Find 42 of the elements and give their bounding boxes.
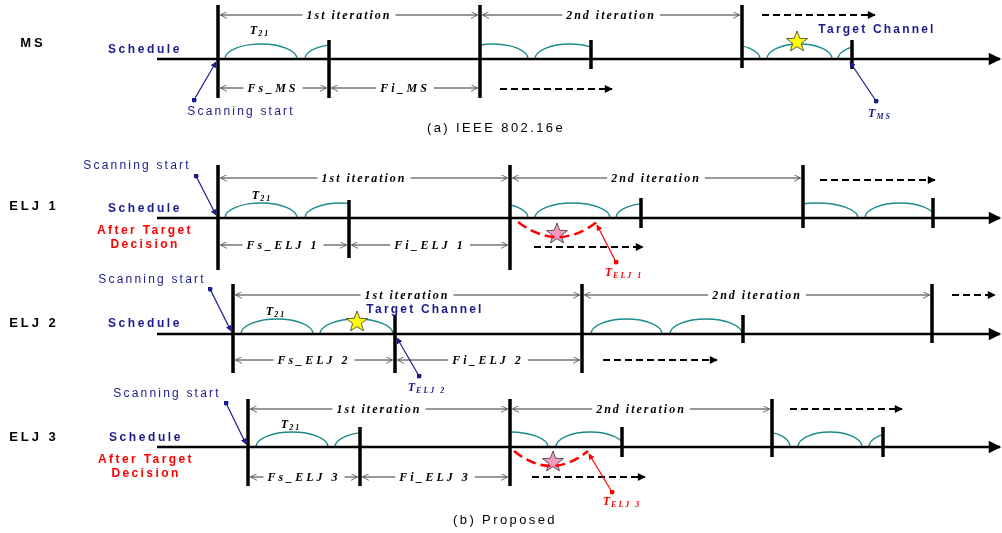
leader-line	[223, 400, 247, 445]
schedule-label: Schedule	[107, 201, 183, 215]
time-marker	[231, 284, 235, 373]
decision-label: After Target Decision	[96, 223, 194, 251]
callout-label: Scanning start	[187, 104, 295, 118]
period-label: T$_{21}$	[265, 303, 287, 319]
caption: (a) IEEE 802.16e	[426, 119, 566, 135]
time-marker	[246, 399, 250, 486]
time-marker	[393, 315, 397, 373]
caption: (b) Proposed	[453, 511, 557, 527]
callout-label: Scanning start	[113, 386, 221, 400]
time-label: T$_{ELJ 1}$	[604, 264, 644, 280]
row-label: MS	[20, 34, 46, 50]
time-label: T$_{ELJ 3}$	[602, 493, 642, 509]
schedule-label: Schedule	[108, 430, 184, 444]
callout-label: Scanning start	[98, 272, 206, 286]
row-label: ELJ 1	[9, 197, 59, 213]
leader-line	[191, 61, 217, 103]
target-channel-label: Target Channel	[818, 22, 936, 36]
period-label: T$_{21}$	[249, 22, 271, 38]
target-channel-label: Target Channel	[366, 302, 484, 316]
schedule-label: Schedule	[107, 42, 183, 56]
leader-line	[849, 61, 879, 104]
leader-line	[207, 286, 232, 332]
leader-line	[588, 453, 615, 495]
time-label: T$_{ELJ 2}$	[407, 379, 447, 395]
callout-label: Scanning start	[83, 158, 191, 172]
leader-line	[193, 173, 217, 216]
time-label: T$_{MS}$	[868, 105, 892, 121]
row-label: ELJ 2	[9, 314, 59, 330]
time-marker	[216, 5, 220, 98]
schedule-label: Schedule	[107, 316, 183, 330]
dashed-arc	[517, 220, 598, 239]
leader-line	[396, 337, 422, 379]
period-label: T$_{21}$	[251, 187, 273, 203]
leader-line	[596, 224, 619, 265]
time-marker	[850, 40, 854, 69]
decision-label: After Target Decision	[97, 452, 195, 480]
dashed-arc	[513, 450, 589, 468]
period-label: T$_{21}$	[280, 416, 302, 432]
row-label: ELJ 3	[9, 428, 59, 444]
time-marker	[216, 165, 220, 270]
